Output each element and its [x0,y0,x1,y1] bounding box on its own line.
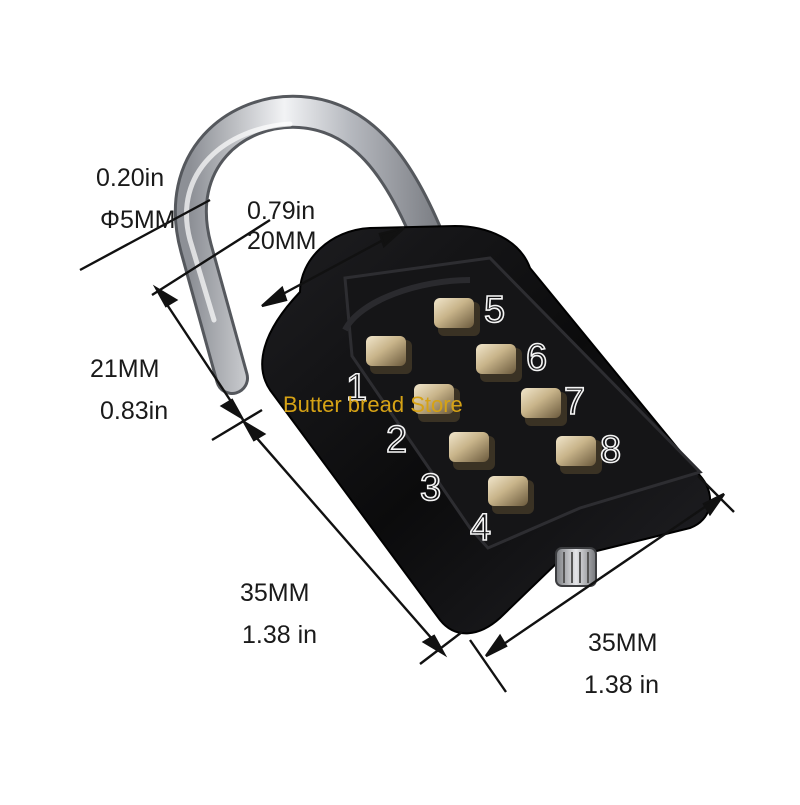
height-arrow-head-b [219,398,246,422]
body-width-tick-a [469,639,507,693]
body-width-in: 1.38 in [584,671,660,699]
height-arrow-head-a [152,284,179,308]
body-width-arrow [491,497,719,653]
width-arrow [267,230,399,304]
shackle-width-mm: 20MM [247,227,317,255]
digit-3: 3 [420,467,441,509]
shackle-diameter-mm: Φ5MM [100,206,176,234]
keypad-digits: 1 2 3 4 5 6 7 8 [345,288,622,550]
width-arrow-head-a [261,285,288,308]
body-width-arrow-head-a [485,633,508,658]
button-5 [434,298,480,336]
digit-2: 2 [386,419,407,461]
button-8 [556,436,602,474]
lock-body [261,224,711,635]
body-height-arrow-head-b [421,634,448,658]
width-arrow-head-b [378,226,405,249]
diameter-line-a [79,198,211,272]
button-1 [366,336,412,374]
digit-5: 5 [484,289,505,331]
body-height-in: 1.38 in [242,621,318,649]
button-2 [414,384,460,422]
shackle-height-mm: 21MM [90,355,160,383]
button-7 [521,388,567,426]
height-arrow [158,293,240,413]
diameter-line-b [151,218,271,297]
height-tick [211,408,263,442]
body-height-mm: 35MM [240,579,310,607]
store-watermark: Butter bread Store [283,392,463,417]
digit-8: 8 [600,429,621,471]
shackle [173,94,475,395]
shackle-width-in: 0.79in [247,197,316,225]
digit-4: 4 [470,507,491,549]
body-height-tick [419,631,463,665]
body-height-arrow-head-a [240,418,267,442]
digit-7: 7 [564,381,585,423]
body-width-tick-b [697,475,735,513]
button-3 [449,432,495,470]
digit-6: 6 [526,337,547,379]
body-width-arrow-head-b [702,492,725,517]
digit-1: 1 [346,367,367,409]
body-height-arrow [247,427,441,649]
body-width-mm: 35MM [588,629,658,657]
button-6 [476,344,522,382]
shackle-diameter-in: 0.20in [96,164,165,192]
keypad-buttons [366,298,602,514]
release-knob [555,547,597,587]
button-4 [488,476,534,514]
shackle-height-in: 0.83in [100,397,169,425]
dimension-lines [79,198,735,693]
